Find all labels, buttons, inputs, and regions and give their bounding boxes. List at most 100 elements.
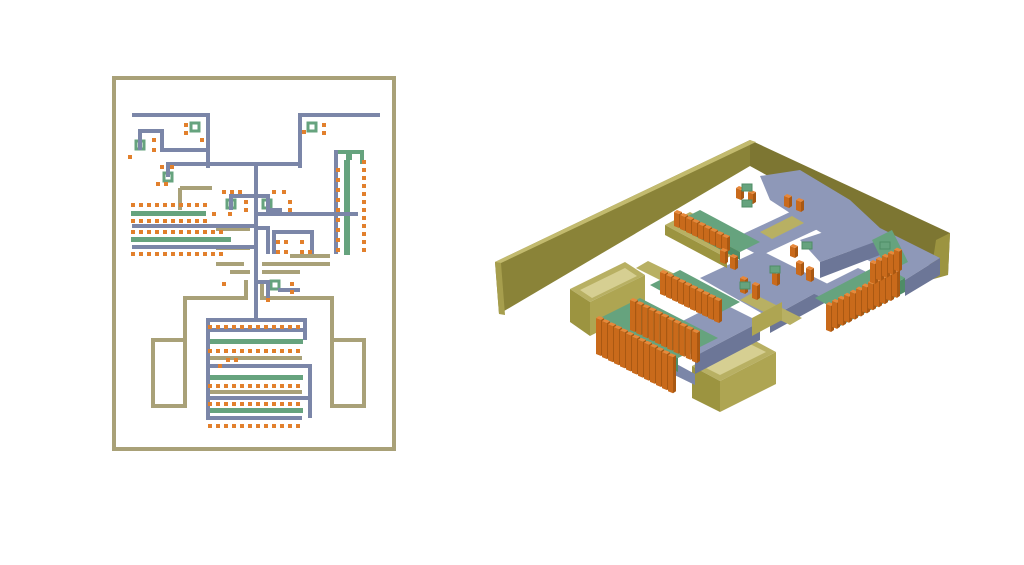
contact-dot <box>288 349 292 353</box>
contact-dot <box>362 248 366 252</box>
diffusion-strip-left-2 <box>131 237 231 242</box>
metal-top-left <box>132 113 210 164</box>
contact-dot <box>203 219 207 223</box>
contact-dot <box>272 190 276 194</box>
contact-dot <box>296 349 300 353</box>
contact-dot <box>164 182 168 186</box>
contact-dot <box>240 349 244 353</box>
contact-dot <box>179 219 183 223</box>
wall-left-front <box>495 262 505 315</box>
contact-dot <box>272 384 276 388</box>
contact-dot <box>240 424 244 428</box>
contact-dot <box>264 424 268 428</box>
contact-dot <box>212 212 216 216</box>
contact-dot <box>163 252 167 256</box>
contact-dot <box>272 402 276 406</box>
contact-dot <box>280 384 284 388</box>
contact-dot <box>272 424 276 428</box>
contact-dot <box>163 219 167 223</box>
contact-pillar <box>720 248 728 264</box>
contact-dot <box>224 402 228 406</box>
contact-dot <box>266 298 270 302</box>
contact-dot <box>203 230 207 234</box>
contact-dot <box>256 349 260 353</box>
diffusion-strip-lower-2 <box>208 375 303 380</box>
contact-dot <box>284 250 288 254</box>
contact-dot <box>139 203 143 207</box>
contact-dot <box>152 138 156 142</box>
contact-dot <box>211 252 215 256</box>
contact-dot <box>216 402 220 406</box>
contact-dot <box>240 384 244 388</box>
contact-dot <box>238 190 242 194</box>
contact-dot <box>139 219 143 223</box>
contact-pillar <box>714 297 722 323</box>
contact-dot <box>155 252 159 256</box>
contact-dot <box>163 230 167 234</box>
contact-dot <box>216 384 220 388</box>
contact-dot <box>302 130 306 134</box>
contact-dot <box>336 208 340 212</box>
contact-dot <box>288 402 292 406</box>
contact-pillar <box>692 329 700 363</box>
contact-dot <box>336 248 340 252</box>
metal-layer <box>132 113 380 420</box>
contact-dot <box>216 424 220 428</box>
contact-dot <box>276 250 280 254</box>
contact-dot <box>288 200 292 204</box>
contact-dot <box>179 252 183 256</box>
contact-dot <box>155 203 159 207</box>
contact-dot <box>208 384 212 388</box>
contact-dot <box>152 148 156 152</box>
contact-layer <box>128 123 366 428</box>
contact-dot <box>232 325 236 329</box>
contact-dot <box>219 252 223 256</box>
contact-dot <box>280 424 284 428</box>
via-caps-3d <box>739 183 891 290</box>
contact-dot <box>147 230 151 234</box>
contact-dot <box>208 424 212 428</box>
contact-dot <box>226 358 230 362</box>
contact-dot <box>240 402 244 406</box>
contact-dot <box>224 325 228 329</box>
contact-dot <box>203 252 207 256</box>
contact-dot <box>322 131 326 135</box>
contact-dot <box>131 219 135 223</box>
contact-pillar <box>806 266 814 282</box>
contact-dot <box>264 325 268 329</box>
metal-trunk <box>206 164 302 420</box>
contact-dot <box>208 325 212 329</box>
contact-dot <box>248 349 252 353</box>
metal-top-right <box>298 113 380 168</box>
contact-dot <box>336 168 340 172</box>
contact-dot <box>216 325 220 329</box>
contact-dot <box>256 402 260 406</box>
contact-dot <box>276 240 280 244</box>
lower-right-gate-loop <box>260 280 366 408</box>
contact-dot <box>264 402 268 406</box>
wall-top-edge <box>495 140 756 263</box>
contact-pillar <box>672 276 680 302</box>
contact-dot <box>208 402 212 406</box>
contact-pillar <box>662 350 670 391</box>
contact-dot <box>296 384 300 388</box>
contact-dot <box>228 212 232 216</box>
contact-dot <box>147 219 151 223</box>
contact-dot <box>288 208 292 212</box>
contact-dot <box>139 230 143 234</box>
contact-dot <box>362 184 366 188</box>
contact-dot <box>222 190 226 194</box>
contact-dot <box>203 203 207 207</box>
contact-pillar <box>790 244 798 258</box>
contact-dot <box>256 424 260 428</box>
contact-dot <box>336 198 340 202</box>
contact-dot <box>184 123 188 127</box>
contact-dot <box>187 203 191 207</box>
contact-dot <box>131 230 135 234</box>
contact-dot <box>248 325 252 329</box>
contact-pillar <box>796 260 804 276</box>
contact-dot <box>224 424 228 428</box>
contact-pillar <box>752 282 760 300</box>
contact-dot <box>211 230 215 234</box>
contact-dot <box>224 384 228 388</box>
